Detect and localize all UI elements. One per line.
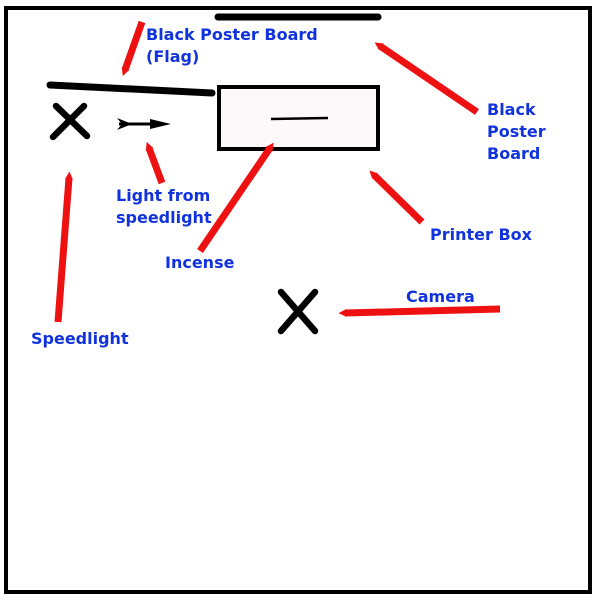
speedlight-light-beam	[117, 118, 171, 130]
printer-box-label: Printer Box	[430, 225, 532, 244]
flag-label-line2: (Flag)	[146, 47, 200, 66]
flag-label: Black Poster Board (Flag)	[146, 24, 318, 68]
arrow-to-camera	[338, 305, 501, 317]
incense-stick	[270, 116, 329, 121]
arrow-to-printer-box	[369, 170, 425, 225]
poster-board-label-line1: Black	[487, 100, 536, 119]
speedlight-light-label-line1: Light from	[116, 186, 211, 205]
speedlight-light-label: Light from speedlight	[116, 185, 212, 229]
poster-board-label-line2: Poster	[487, 122, 546, 141]
flag-poster-board	[46, 81, 216, 97]
arrow-to-poster-board	[374, 42, 479, 115]
speedlight-marker	[49, 102, 91, 141]
camera-label: Camera	[406, 287, 475, 306]
poster-board-label: Black Poster Board	[487, 99, 546, 165]
camera-marker	[277, 288, 319, 335]
poster-board-label-line3: Board	[487, 144, 541, 163]
arrow-to-speedlight-light	[145, 141, 166, 185]
flag-label-line1: Black Poster Board	[146, 25, 318, 44]
incense-label: Incense	[165, 253, 235, 272]
arrow-to-flag	[121, 20, 146, 77]
room-outline	[4, 6, 592, 594]
speedlight-label: Speedlight	[31, 329, 129, 348]
arrow-to-incense	[197, 142, 274, 253]
arrow-to-speedlight	[54, 171, 73, 323]
speedlight-light-label-line2: speedlight	[116, 208, 212, 227]
